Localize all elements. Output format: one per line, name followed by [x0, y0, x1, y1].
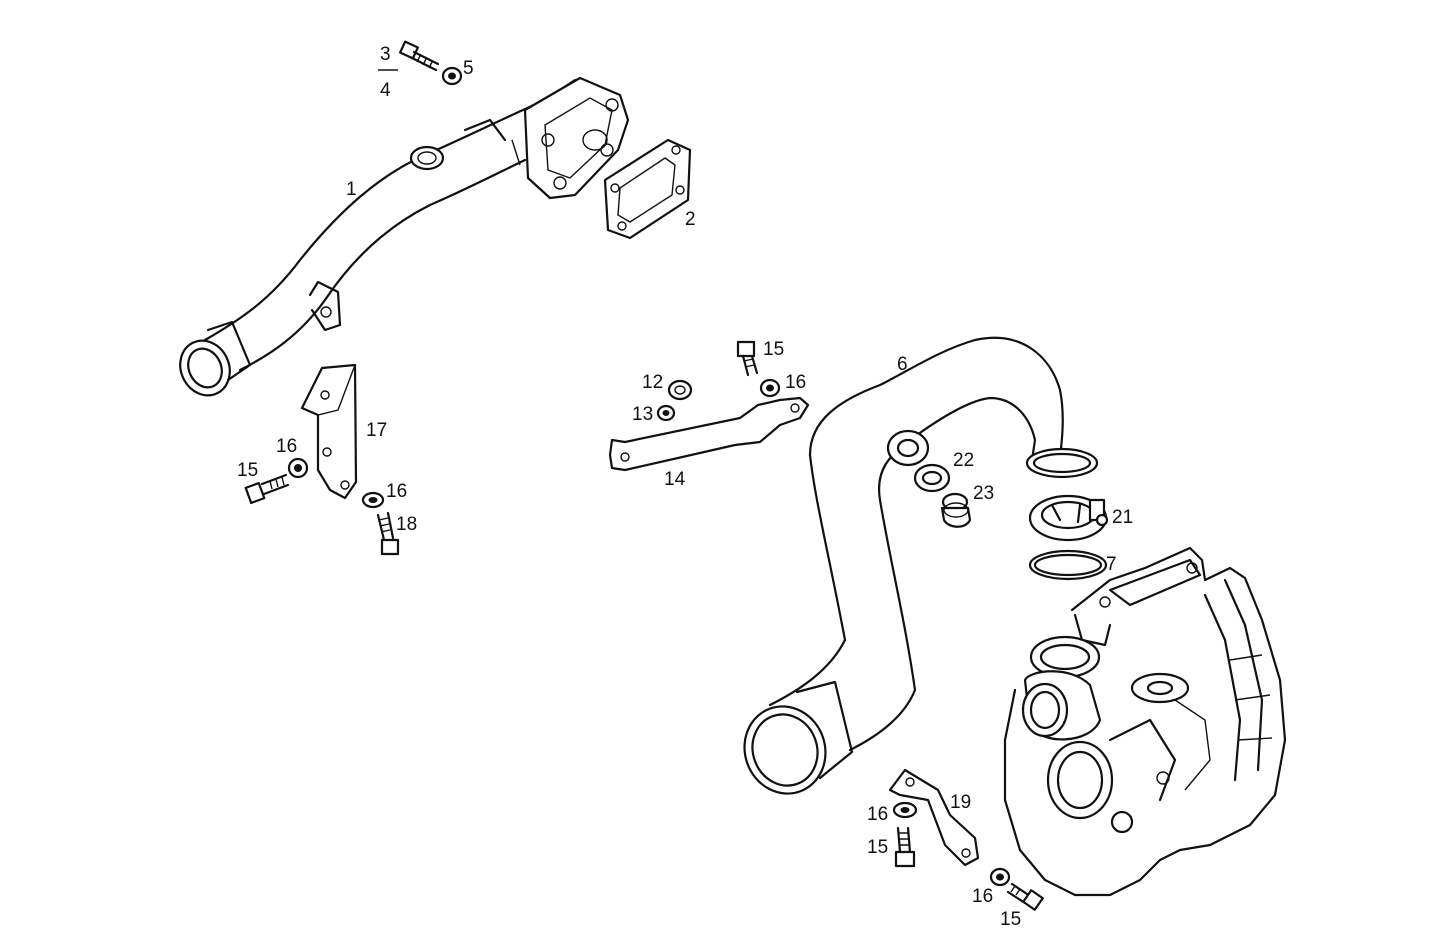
part-1-intake-pipe	[179, 76, 630, 397]
callout-16-bracket: 16	[386, 481, 407, 502]
part-13-washer	[656, 404, 676, 422]
callout-17: 17	[366, 420, 387, 441]
part-22-sealing-ring	[913, 463, 951, 493]
callout-4: 4	[380, 80, 391, 101]
part-15-bolt-mid	[736, 340, 759, 377]
part-15-bolt-bottom	[1006, 882, 1044, 911]
callout-21: 21	[1112, 507, 1133, 528]
callout-13: 13	[632, 404, 653, 425]
callout-16-19: 16	[867, 804, 888, 825]
callout-12: 12	[642, 372, 663, 393]
part-7-o-ring	[1028, 549, 1108, 581]
callout-15-mid: 15	[763, 339, 784, 360]
part-3-4-bolt	[399, 40, 440, 72]
callout-6: 6	[897, 354, 908, 375]
callout-15-bottom: 15	[1000, 909, 1021, 930]
callout-19: 19	[950, 792, 971, 813]
part-16-washer-bottom	[989, 867, 1011, 887]
part-16-washer-mid	[759, 378, 781, 398]
callout-1: 1	[346, 179, 357, 200]
part-17-bracket	[300, 363, 358, 500]
part-14-bracket-plate	[608, 396, 810, 472]
part-6-pipe	[743, 336, 1099, 795]
part-16-washer-left	[287, 457, 309, 479]
callout-15-19: 15	[867, 837, 888, 858]
part-2-gasket	[603, 138, 692, 240]
callout-5: 5	[463, 58, 474, 79]
callout-7: 7	[1106, 554, 1117, 575]
callout-18: 18	[396, 514, 417, 535]
part-23-plug	[940, 492, 972, 528]
callout-3: 3	[380, 44, 391, 65]
callout-14: 14	[664, 469, 686, 490]
callout-labels: 1 2 3 4 5 6 7 12 13 14 15 15 15 15 16 16…	[237, 44, 1133, 930]
part-15-bolt-19	[894, 826, 916, 868]
part-15-bolt-left	[244, 473, 290, 505]
part-16-washer-19	[892, 801, 918, 819]
part-18-bolt	[376, 511, 400, 556]
part-19-bracket	[888, 768, 980, 867]
callout-16-left: 16	[276, 436, 297, 457]
part-5-washer	[441, 66, 463, 86]
part-16-washer-bracket	[361, 491, 385, 509]
callout-22: 22	[953, 450, 974, 471]
turbocharger	[1003, 546, 1287, 897]
part-12-nut	[667, 379, 693, 401]
callout-15-left: 15	[237, 460, 258, 481]
callout-2: 2	[685, 209, 696, 230]
part-21-clamp	[1028, 494, 1109, 542]
callout-16-bottom: 16	[972, 886, 993, 907]
callout-16-mid: 16	[785, 372, 806, 393]
callout-23: 23	[973, 483, 994, 504]
